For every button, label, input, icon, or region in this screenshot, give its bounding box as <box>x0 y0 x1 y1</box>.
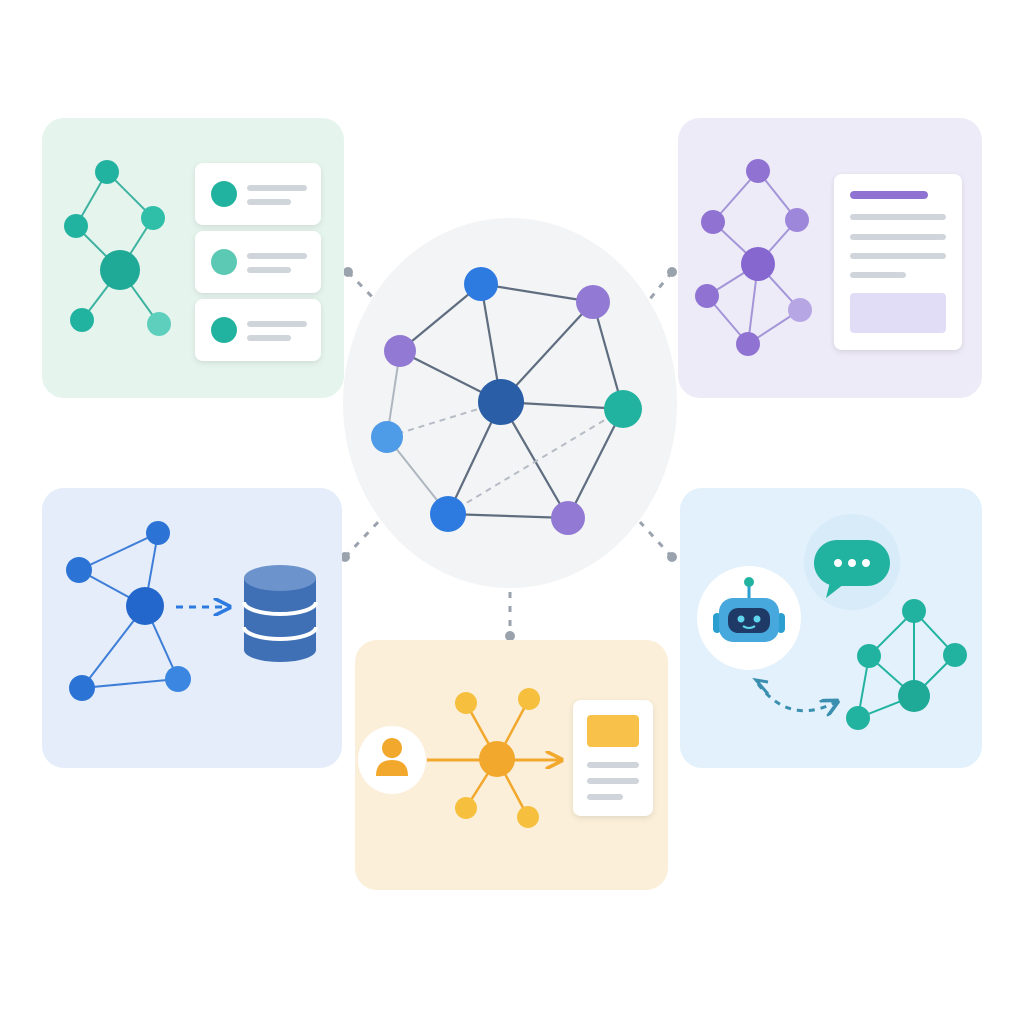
hub-node <box>371 421 403 453</box>
graph-nodes <box>695 159 812 356</box>
robot-icon <box>697 566 801 670</box>
hub-node <box>464 267 498 301</box>
arrow-head-reverse <box>752 677 770 695</box>
panel-assistant <box>680 488 982 768</box>
graph-nodes <box>64 160 171 336</box>
connector-dot <box>667 552 677 562</box>
card-icon <box>573 700 653 816</box>
panel-knowledge <box>42 118 344 398</box>
hub-node-core <box>478 379 524 425</box>
panel-documents <box>678 118 982 398</box>
connector-dots <box>340 267 677 641</box>
document-icon <box>834 174 962 350</box>
connector-dot <box>340 552 350 562</box>
connector-dot <box>505 631 515 641</box>
list-card-dot <box>211 181 237 207</box>
hub-node <box>551 501 585 535</box>
user-icon <box>358 726 426 794</box>
graph-nodes <box>66 521 191 701</box>
list-card <box>195 163 321 225</box>
hub-nodes <box>371 267 642 535</box>
graph-nodes <box>846 599 967 730</box>
hub-node <box>430 496 466 532</box>
panel-database <box>42 488 342 768</box>
panel-background <box>42 488 342 768</box>
list-card-dot <box>211 249 237 275</box>
chat-bubble-icon <box>804 514 900 610</box>
panel-user-flow <box>355 640 668 890</box>
hub-node <box>384 335 416 367</box>
hub-node <box>604 390 642 428</box>
hub-node <box>576 285 610 319</box>
list-card <box>195 299 321 361</box>
connector-dot <box>343 267 353 277</box>
central-hub <box>343 218 677 588</box>
connector-lines <box>343 270 674 636</box>
connector-dot <box>667 267 677 277</box>
list-card-dot <box>211 317 237 343</box>
connector-top-right <box>643 271 674 306</box>
connector-bottom-left <box>343 518 382 559</box>
database-icon <box>242 565 318 662</box>
connector-bottom-right <box>638 520 674 559</box>
list-card-icon <box>195 163 321 361</box>
graph-nodes <box>455 688 540 828</box>
list-card <box>195 231 321 293</box>
